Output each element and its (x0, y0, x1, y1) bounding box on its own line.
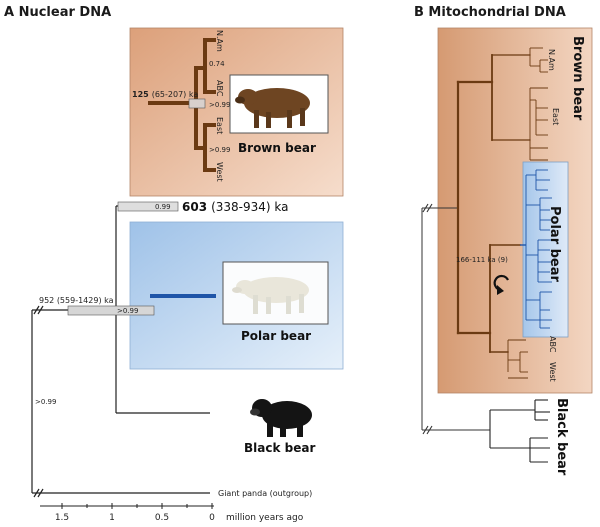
black-bear-label: Black bear (244, 441, 315, 455)
black-node-ci-bar (67, 305, 155, 316)
leaf-west: West (215, 162, 224, 182)
leaf-abc: ABC (215, 80, 224, 97)
introgression-arrow-icon (493, 274, 509, 295)
tick-1-5: 1.5 (55, 513, 69, 523)
black-bear-photo (250, 399, 312, 437)
mito-brown-label: Brown bear (570, 36, 585, 121)
brown-leaf-labels: N.Am ABC East West (215, 30, 224, 182)
mito-brown-backbone (456, 54, 531, 353)
split-node-age-bold: 603 (182, 200, 207, 214)
mito-polar-label: Polar bear (547, 206, 562, 283)
support-brown-clade: >0.99 (209, 101, 230, 109)
mito-leaf-west: West (548, 362, 557, 382)
panel-a: A Nuclear DNA (4, 5, 344, 523)
panel-a-title: A Nuclear DNA (4, 5, 111, 20)
split-node-age: 603 (338-934) ka (182, 200, 288, 214)
black-node-age: 952 (559-1429) ka (39, 296, 114, 305)
time-axis: 1.5 1 0.5 0 million years ago (40, 503, 304, 523)
support-black: >0.99 (117, 307, 138, 315)
brown-node-age: 125(65-207) ka (132, 90, 198, 99)
brown-node-age-bold: 125 (132, 90, 149, 99)
brown-bear-clade (148, 38, 216, 172)
support-east-west: >0.99 (209, 146, 230, 154)
brown-bear-photo (229, 74, 329, 134)
brown-node-age-range: (65-207) ka (152, 90, 199, 99)
mito-leaf-abc: ABC (548, 336, 557, 353)
mito-root (421, 207, 490, 431)
split-node-ci-bar (117, 201, 179, 212)
mito-polar-clade (520, 169, 552, 329)
giant-panda-label: Giant panda (outgroup) (218, 489, 312, 498)
mito-brown-leaves (507, 47, 548, 379)
polar-bear-photo (222, 261, 329, 325)
tick-0-5: 0.5 (155, 513, 169, 523)
brown-bear-label: Brown bear (238, 141, 316, 155)
panel-b: B Mitochondrial DNA (414, 5, 593, 476)
tick-1: 1 (109, 513, 115, 523)
panel-b-title: B Mitochondrial DNA (414, 5, 566, 20)
mito-black-clade (489, 399, 550, 463)
split-node-age-range: (338-934) ka (211, 200, 288, 214)
mito-node-age: 166-111 ka (9) (456, 256, 508, 264)
support-split: 0.99 (155, 203, 171, 211)
mito-polar-region (522, 161, 569, 338)
break-marks-b (422, 203, 433, 435)
support-n-am-abc: 0.74 (209, 60, 225, 68)
support-root: >0.99 (35, 398, 56, 406)
polar-bear-label: Polar bear (241, 329, 311, 343)
axis-unit: million years ago (226, 513, 304, 523)
leaf-n-am: N.Am (215, 30, 224, 52)
leaf-east: East (215, 117, 224, 134)
mito-black-label: Black bear (554, 398, 569, 476)
mito-leaf-n-am: N.Am (547, 49, 556, 71)
break-marks-a (33, 305, 44, 498)
brown-node-ci-bar (188, 98, 206, 109)
mito-leaf-east: East (551, 108, 560, 125)
tick-0: 0 (209, 513, 215, 523)
